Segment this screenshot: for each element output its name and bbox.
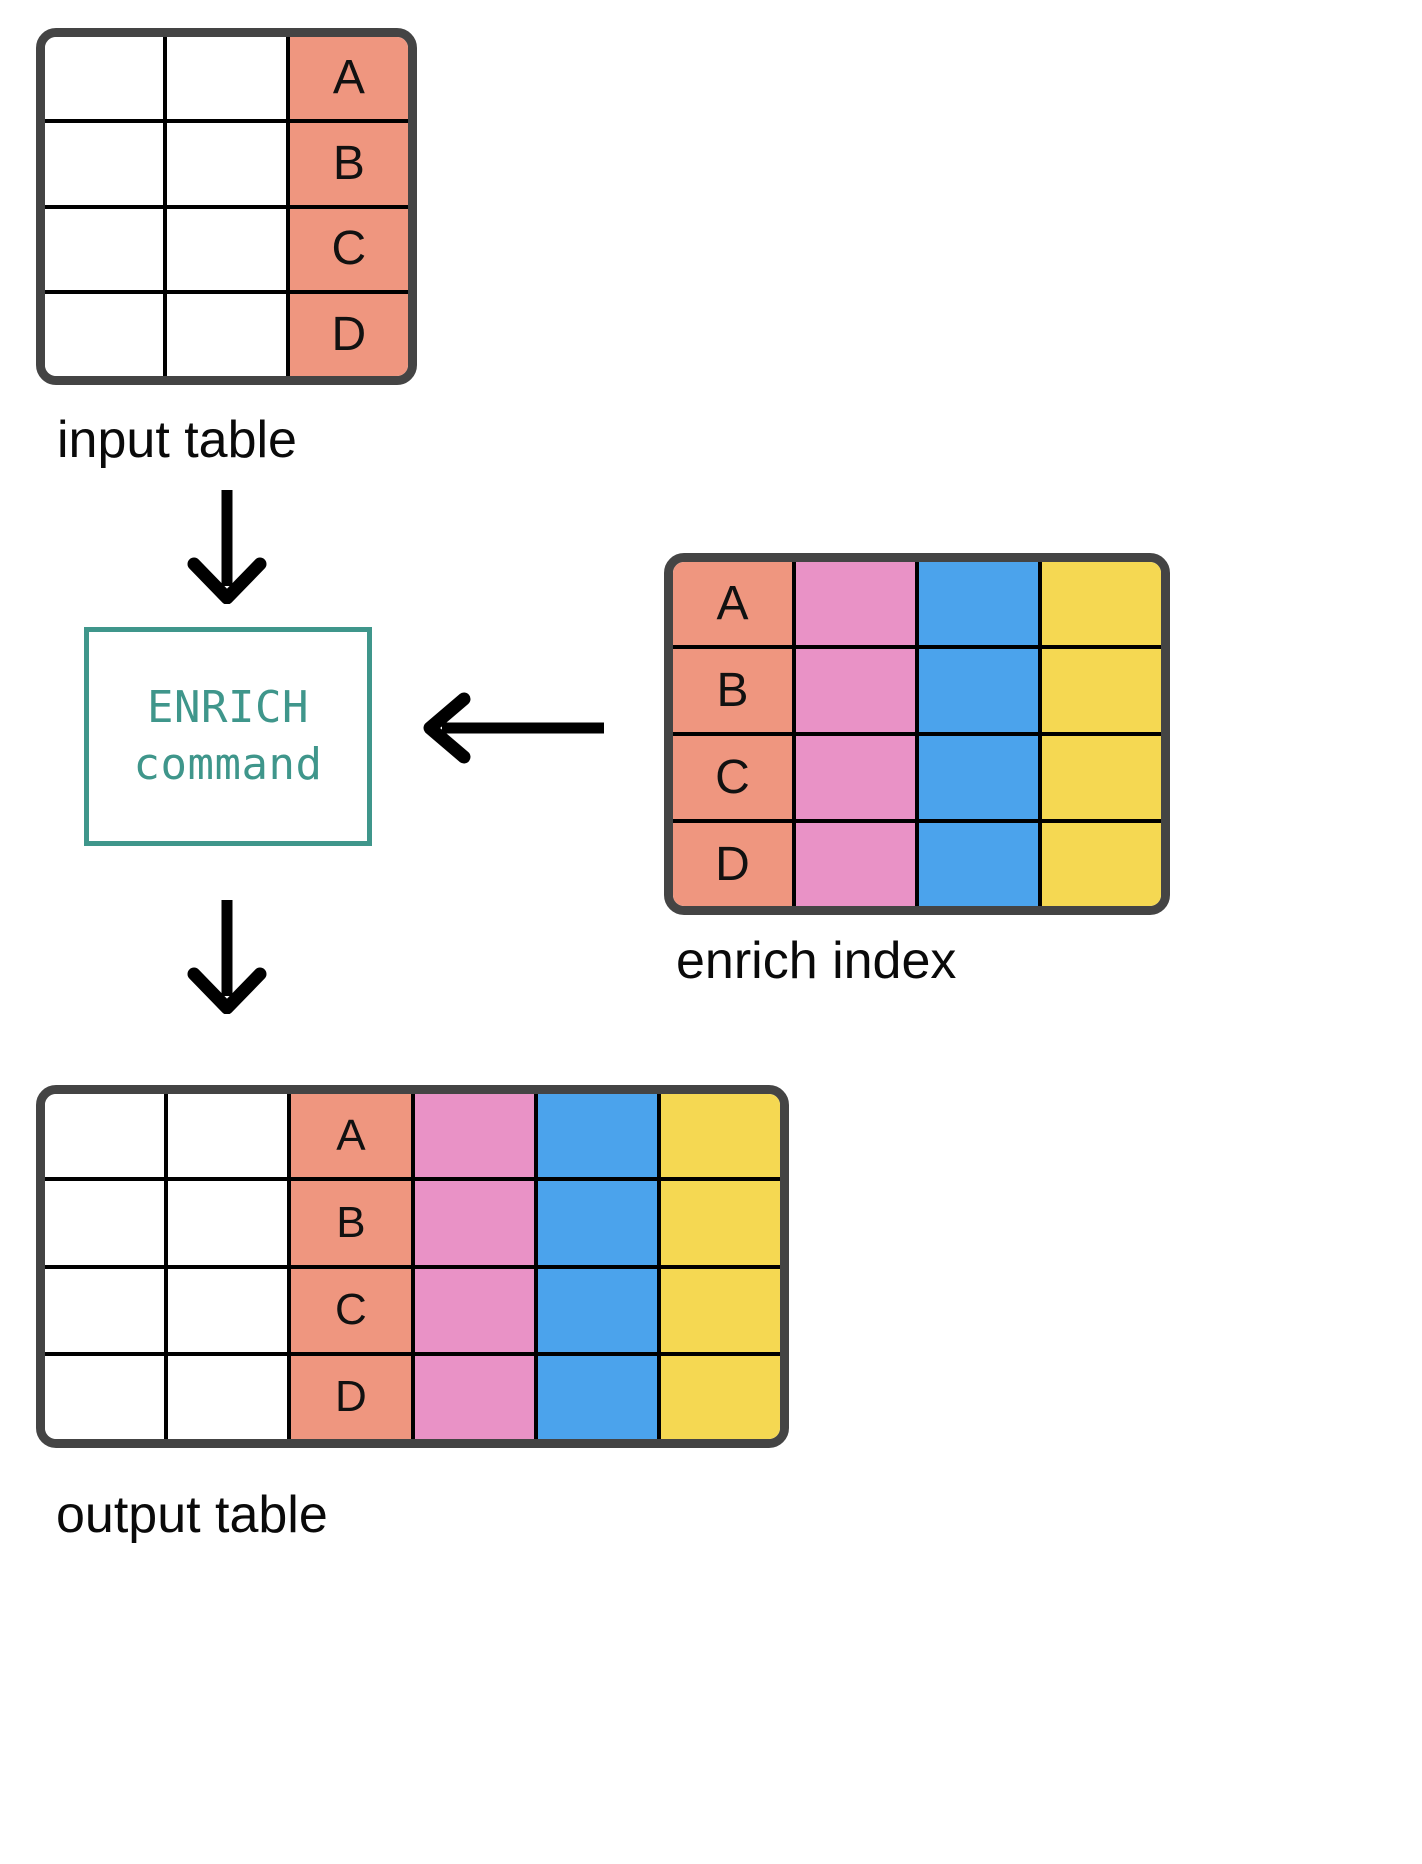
table-cell-key: B — [287, 1181, 411, 1265]
table-cell — [163, 122, 286, 205]
table-cell — [45, 1094, 165, 1178]
table-cell — [45, 294, 164, 376]
table-row: D — [45, 1351, 780, 1439]
input-table-caption: input table — [57, 411, 297, 469]
table-cell — [915, 823, 1038, 906]
table-cell — [164, 1268, 288, 1352]
table-cell — [164, 1181, 288, 1265]
enrich-command-line-1: ENRICH — [147, 682, 309, 734]
table-cell-key: A — [285, 37, 408, 119]
table-cell — [792, 823, 915, 906]
table-cell — [45, 1355, 165, 1439]
enrich-command-box[interactable]: ENRICH command — [84, 627, 372, 846]
arrow-left-index-to-command — [418, 690, 608, 771]
table-cell — [792, 562, 915, 645]
table-cell — [45, 122, 164, 205]
table-cell-key: C — [287, 1268, 411, 1352]
table-cell — [656, 1268, 780, 1352]
table-cell-key: D — [285, 294, 408, 376]
table-cell — [45, 1181, 165, 1265]
table-cell-key: B — [673, 649, 792, 732]
table-cell — [792, 736, 915, 819]
table-cell — [164, 1355, 288, 1439]
table-row: C — [45, 1264, 780, 1352]
enrich-command-line-2: command — [133, 738, 323, 790]
table-cell — [656, 1355, 780, 1439]
output-table-caption: output table — [56, 1486, 328, 1544]
arrow-down-command-to-output — [178, 898, 276, 1019]
table-cell-key: D — [287, 1355, 411, 1439]
table-cell-key: C — [673, 736, 792, 819]
table-cell-key: C — [285, 208, 408, 291]
table-row: D — [673, 819, 1161, 906]
enrich-index-table: A B C D — [664, 553, 1170, 915]
table-row: B — [45, 1177, 780, 1265]
table-row: A — [673, 562, 1161, 645]
input-table: A B C D — [36, 28, 417, 385]
table-cell — [45, 37, 164, 119]
table-cell — [533, 1355, 657, 1439]
table-row: A — [45, 1094, 780, 1178]
enrich-index-caption: enrich index — [676, 932, 957, 990]
table-cell — [1038, 823, 1161, 906]
table-cell — [915, 649, 1038, 732]
table-row: B — [673, 645, 1161, 732]
table-row: C — [673, 732, 1161, 819]
table-cell — [163, 208, 286, 291]
table-cell — [915, 562, 1038, 645]
table-row: A — [45, 37, 408, 119]
output-table: A B C D — [36, 1085, 789, 1448]
table-cell — [1038, 736, 1161, 819]
table-cell-key: B — [285, 122, 408, 205]
table-cell — [410, 1094, 534, 1178]
table-cell — [533, 1268, 657, 1352]
table-cell-key: A — [673, 562, 792, 645]
table-cell — [533, 1094, 657, 1178]
table-cell-key: D — [673, 823, 792, 906]
table-row: C — [45, 204, 408, 291]
table-cell — [915, 736, 1038, 819]
table-cell — [164, 1094, 288, 1178]
table-row: D — [45, 290, 408, 376]
table-cell — [410, 1181, 534, 1265]
table-cell-key: A — [287, 1094, 411, 1178]
table-cell — [1038, 649, 1161, 732]
table-cell — [656, 1181, 780, 1265]
table-cell — [45, 208, 164, 291]
table-cell — [45, 1268, 165, 1352]
table-cell — [656, 1094, 780, 1178]
table-cell — [533, 1181, 657, 1265]
table-row: B — [45, 118, 408, 205]
arrow-down-input-to-command — [178, 488, 276, 609]
table-cell — [410, 1268, 534, 1352]
table-cell — [163, 294, 286, 376]
table-cell — [410, 1355, 534, 1439]
table-cell — [163, 37, 286, 119]
table-cell — [1038, 562, 1161, 645]
table-cell — [792, 649, 915, 732]
